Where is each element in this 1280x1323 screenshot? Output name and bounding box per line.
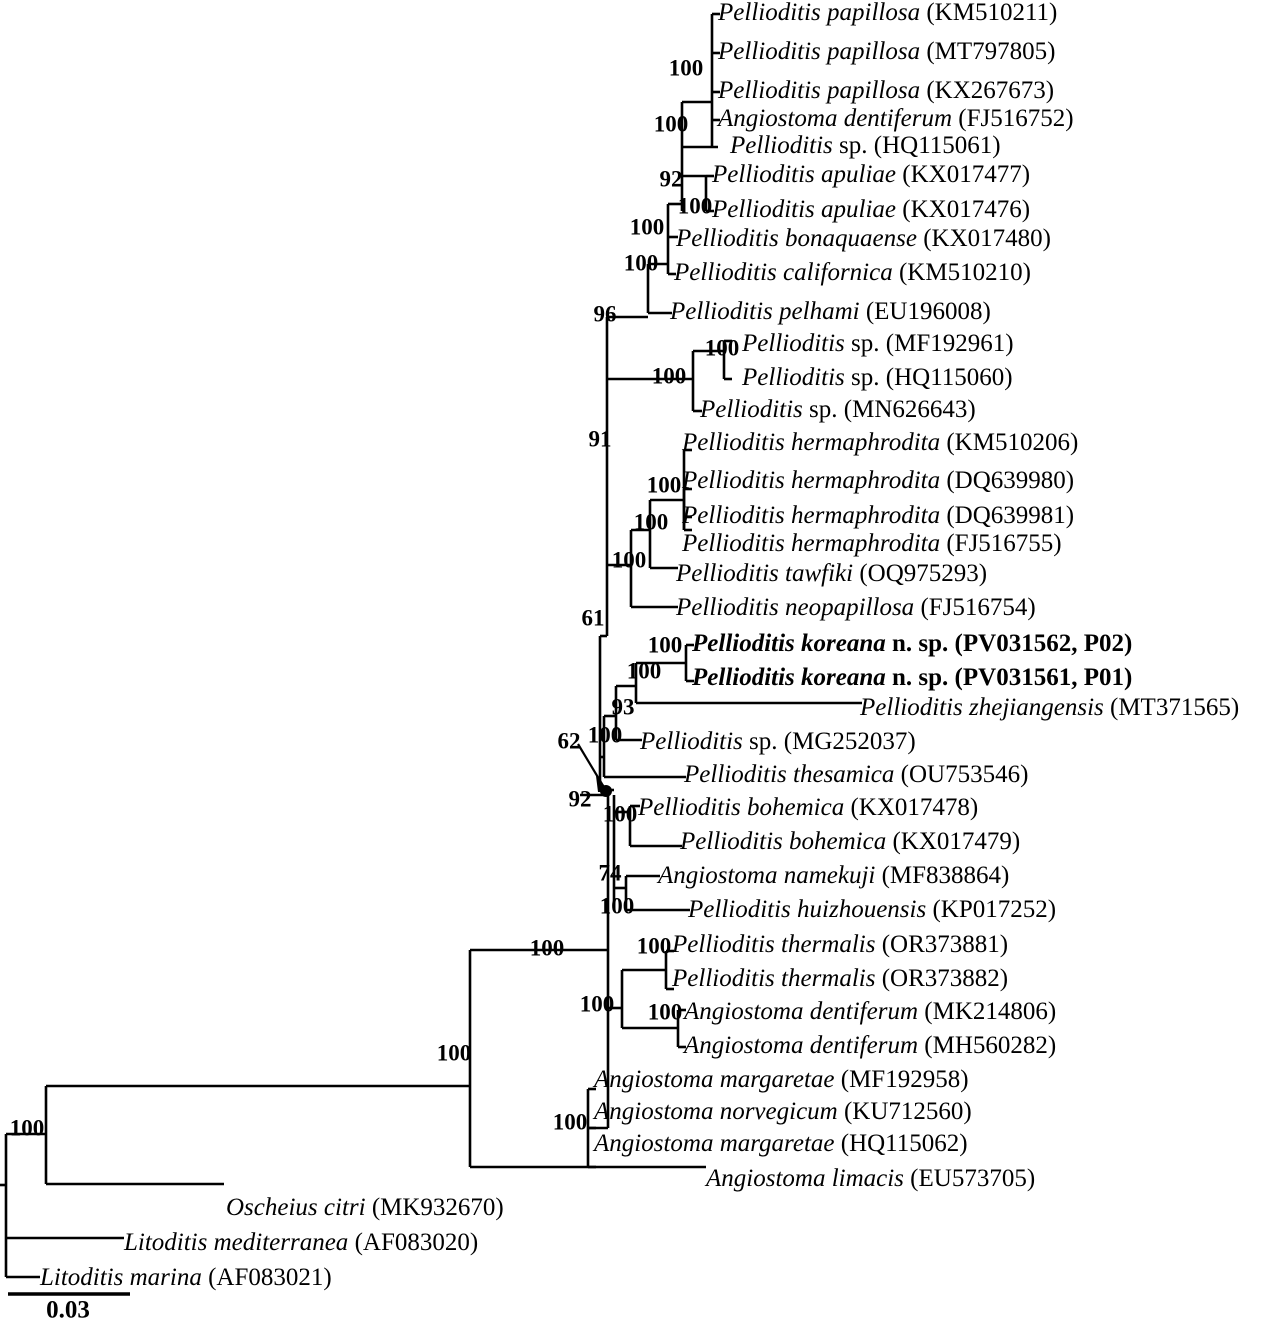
taxon-label-t30: Pellioditis thermalis (OR373882) [671,965,1008,992]
support-value-s26: 100 [580,991,615,1016]
taxon-label-t8: Pellioditis bonaquaense (KX017480) [675,225,1051,252]
taxon-label-t27: Angiostoma namekuji (MF838864) [656,862,1009,889]
taxon-label-t34: Angiostoma norvegicum (KU712560) [592,1098,972,1125]
taxon-label-t28: Pellioditis huizhouensis (KP017252) [687,896,1056,923]
taxon-label-t23: Pellioditis sp. (MG252037) [639,728,916,755]
taxon-label-t16: Pellioditis hermaphrodita (DQ639981) [681,502,1074,529]
support-value-s2: 100 [654,111,689,136]
taxon-label-t20: Pellioditis koreana n. sp. (PV031562, P0… [691,630,1132,657]
support-value-s24: 100 [637,933,672,958]
support-value-s10: 91 [589,426,612,451]
taxon-label-t32: Angiostoma dentiferum (MH560282) [682,1032,1056,1059]
taxon-label-t36: Angiostoma limacis (EU573705) [704,1165,1035,1192]
taxon-label-t17: Pellioditis hermaphrodita (FJ516755) [681,530,1062,557]
taxon-label-t31: Angiostoma dentiferum (MK214806) [682,998,1056,1025]
scale-bar: 0.03 [8,1292,130,1323]
support-value-s22: 74 [599,860,623,885]
taxon-label-t3: Pellioditis papillosa (KX267673) [717,77,1054,104]
taxon-label-t6: Pellioditis apuliae (KX017477) [711,161,1030,188]
support-value-s25: 100 [530,935,565,960]
taxon-label-t14: Pellioditis hermaphrodita (KM510206) [681,429,1078,456]
support-value-s3: 92 [660,166,683,191]
support-value-s8: 100 [705,335,740,360]
taxon-label-t15: Pellioditis hermaphrodita (DQ639980) [681,467,1074,494]
taxon-label-t19: Pellioditis neopapillosa (FJ516754) [675,594,1036,621]
taxon-label-t11: Pellioditis sp. (MF192961) [741,330,1014,357]
taxon-label-t21: Pellioditis koreana n. sp. (PV031561, P0… [691,664,1132,691]
support-value-s5: 100 [630,214,665,239]
taxon-label-t38: Litoditis mediterranea (AF083020) [123,1229,478,1256]
taxon-label-t25: Pellioditis bohemica (KX017478) [637,794,978,821]
taxon-label-t9: Pellioditis californica (KM510210) [673,259,1031,286]
support-value-s15: 100 [648,632,683,657]
support-value-s21: 100 [603,801,638,826]
taxon-label-t1: Pellioditis papillosa (KM510211) [717,0,1057,26]
tree-branches [0,12,862,1279]
support-value-s11: 100 [647,472,682,497]
support-value-s20: 92 [569,786,592,811]
taxon-label-t7: Pellioditis apuliae (KX017476) [711,196,1030,223]
taxon-label-t5: Pellioditis sp. (HQ115061) [729,132,1001,159]
support-value-s14: 61 [582,605,605,630]
support-value-s17: 93 [612,694,635,719]
support-value-s30: 100 [10,1115,45,1140]
support-62-pointer [577,743,612,797]
support-value-s4: 100 [678,193,713,218]
support-value-s12: 100 [634,509,669,534]
support-value-s6: 100 [624,250,659,275]
taxon-label-t2: Pellioditis papillosa (MT797805) [717,38,1056,65]
taxon-labels-group: Pellioditis papillosa (KM510211) Pelliod… [39,0,1239,1291]
taxon-label-t24: Pellioditis thesamica (OU753546) [683,761,1028,788]
taxon-label-t4: Angiostoma dentiferum (FJ516752) [716,105,1074,132]
taxon-label-t35: Angiostoma margaretae (HQ115062) [592,1130,968,1157]
taxon-label-t18: Pellioditis tawfiki (OQ975293) [675,560,987,587]
taxon-label-t33: Angiostoma margaretae (MF192958) [592,1066,969,1093]
support-value-s28: 100 [437,1040,472,1065]
support-value-s9: 100 [652,363,687,388]
support-values-group: 100 100 92 100 100 100 96 100 100 91 100… [10,55,740,1140]
taxon-label-t39: Litoditis marina (AF083021) [39,1264,332,1291]
taxon-label-t10: Pellioditis pelhami (EU196008) [669,298,991,325]
taxon-label-t37: Oscheius citri (MK932670) [226,1194,504,1221]
support-value-s29: 100 [553,1109,588,1134]
support-value-s23: 100 [600,893,635,918]
support-value-s18: 62 [558,728,581,753]
support-value-s7: 96 [594,301,617,326]
support-value-s1: 100 [669,55,704,80]
support-value-s27: 100 [648,999,683,1024]
taxon-label-t22: Pellioditis zhejiangensis (MT371565) [859,694,1239,721]
taxon-label-t13: Pellioditis sp. (MN626643) [699,396,976,423]
taxon-label-t26: Pellioditis bohemica (KX017479) [679,828,1020,855]
support-value-s19: 100 [588,722,623,747]
scale-bar-label: 0.03 [46,1297,90,1323]
support-value-s16: 100 [627,658,662,683]
node-marker-62 [600,785,612,797]
taxon-label-t29: Pellioditis thermalis (OR373881) [671,931,1008,958]
taxon-label-t12: Pellioditis sp. (HQ115060) [741,364,1013,391]
support-value-s13: 100 [612,547,647,572]
